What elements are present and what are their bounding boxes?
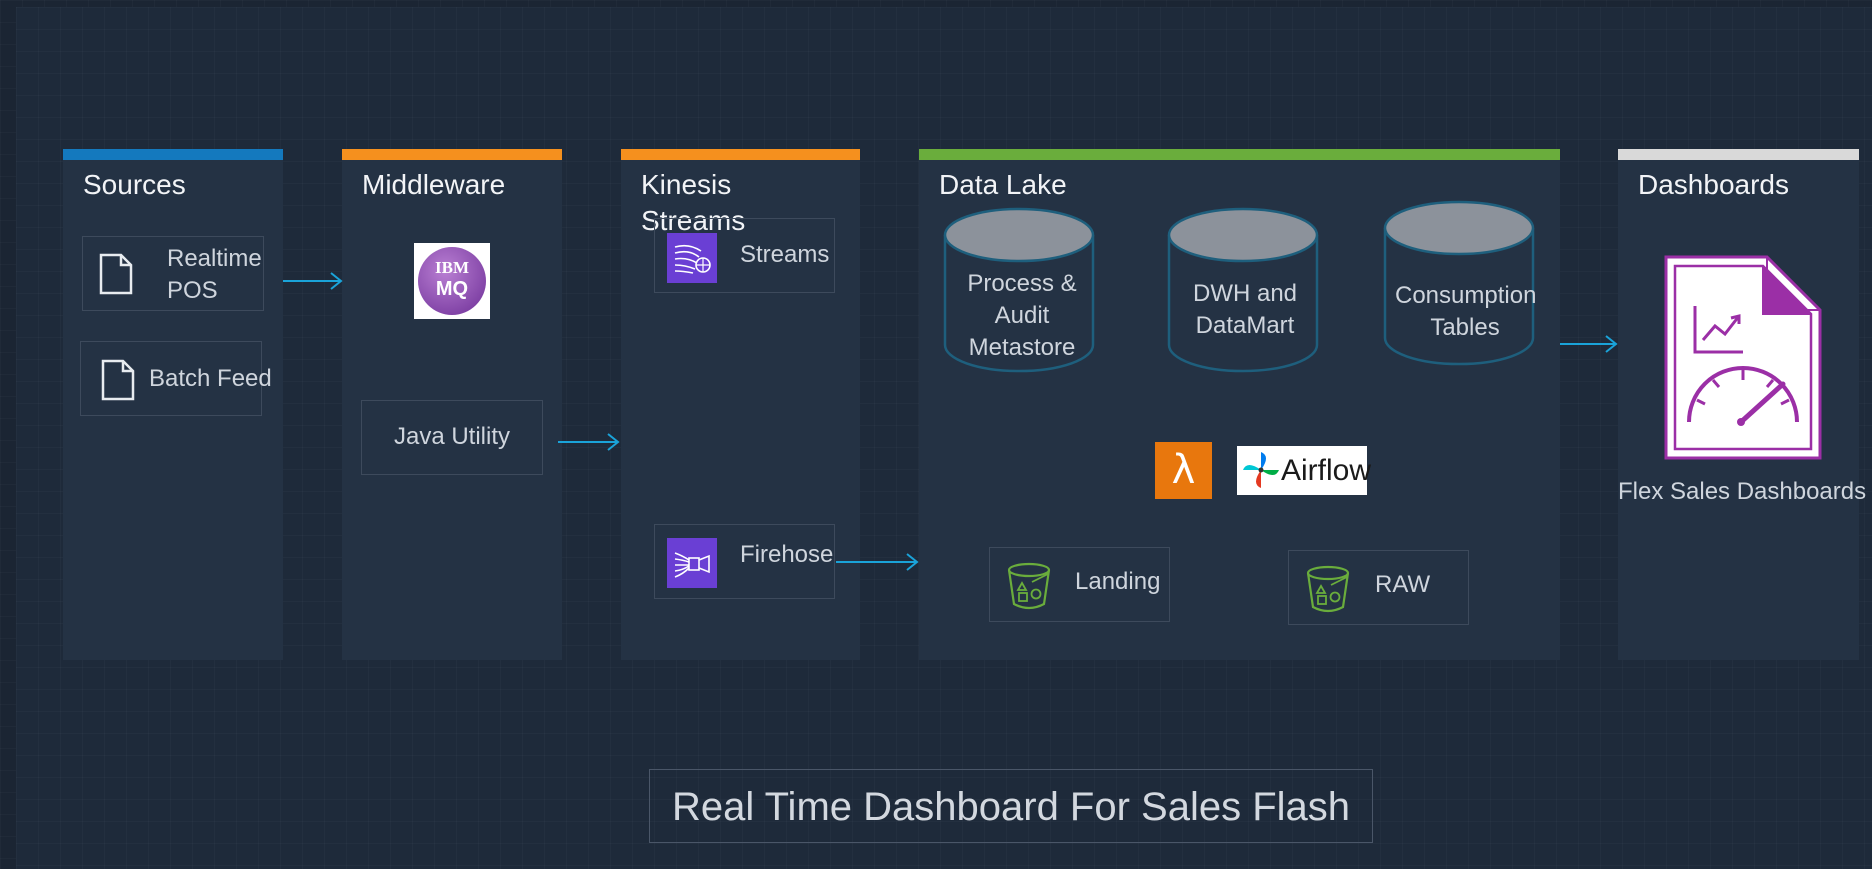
middleware-panel: Middleware — [342, 149, 562, 660]
firehose-label: Firehose — [740, 541, 834, 568]
java-utility-node[interactable]: Java Utility — [361, 400, 543, 475]
middleware-accent-bar — [342, 149, 562, 160]
kinesis-streams-node[interactable]: Streams — [654, 218, 835, 293]
lambda-icon: λ — [1155, 442, 1212, 499]
dwh-cylinder — [1167, 207, 1319, 373]
java-utility-label: Java Utility — [393, 423, 511, 450]
consumption-label: Consumption Tables — [1395, 282, 1537, 341]
document-icon — [101, 359, 135, 401]
kinesis-streams-icon — [667, 233, 717, 283]
middleware-title: Middleware — [362, 169, 506, 200]
landing-bucket-node[interactable]: Landing — [989, 547, 1170, 622]
ibm-mq-logo-text-ibm: IBM — [435, 258, 469, 277]
datalake-title: Data Lake — [939, 169, 1067, 200]
dashboards-accent-bar — [1618, 149, 1859, 160]
s3-bucket-icon — [1007, 562, 1051, 610]
arrow-sources-to-middleware — [283, 272, 343, 290]
airflow-logo: Airflow — [1237, 446, 1371, 495]
dashboards-title: Dashboards — [1638, 169, 1789, 200]
kinesis-title: Kinesis Streams — [641, 169, 746, 236]
landing-label: Landing — [1075, 568, 1161, 595]
firehose-icon — [667, 538, 717, 588]
raw-bucket-node[interactable]: RAW — [1288, 550, 1469, 625]
ibm-mq-logo-text-mq: MQ — [435, 278, 469, 300]
kinesis-accent-bar — [621, 149, 860, 160]
realtime-pos-node[interactable]: Realtime POS — [82, 236, 264, 311]
flex-sales-label: Flex Sales Dashboards — [1618, 478, 1867, 505]
arrow-java-to-kinesis — [558, 433, 620, 451]
sources-accent-bar — [63, 149, 283, 160]
realtime-pos-label: Realtime POS — [167, 245, 262, 304]
arrow-firehose-to-datalake — [836, 553, 919, 571]
caption-box: Real Time Dashboard For Sales Flash — [649, 769, 1373, 843]
batch-feed-label: Batch Feed — [149, 365, 272, 392]
diagram-caption: Real Time Dashboard For Sales Flash — [671, 785, 1351, 829]
kinesis-panel: Kinesis Streams — [621, 149, 860, 660]
consumption-cylinder — [1383, 200, 1535, 366]
dwh-label: DWH and DataMart — [1192, 280, 1298, 339]
report-dashboard-icon[interactable] — [1663, 254, 1823, 461]
airflow-text: Airflow — [1281, 454, 1372, 487]
datalake-accent-bar — [919, 149, 1560, 160]
arrow-datalake-to-dashboards — [1560, 335, 1618, 353]
process-audit-cylinder — [943, 207, 1095, 373]
kinesis-streams-label: Streams — [740, 241, 830, 268]
firehose-node[interactable]: Firehose — [654, 524, 835, 599]
process-audit-label: Process & Audit Metastore — [967, 270, 1077, 361]
document-icon — [99, 253, 133, 295]
raw-label: RAW — [1375, 571, 1431, 598]
batch-feed-node[interactable]: Batch Feed — [80, 341, 272, 416]
ibm-mq-logo: IBM MQ — [414, 243, 490, 319]
airflow-pinwheel-icon — [1243, 452, 1279, 488]
sources-title: Sources — [83, 169, 186, 200]
s3-bucket-icon — [1306, 565, 1350, 613]
sources-panel: Sources — [63, 149, 283, 660]
lambda-glyph: λ — [1171, 447, 1196, 493]
